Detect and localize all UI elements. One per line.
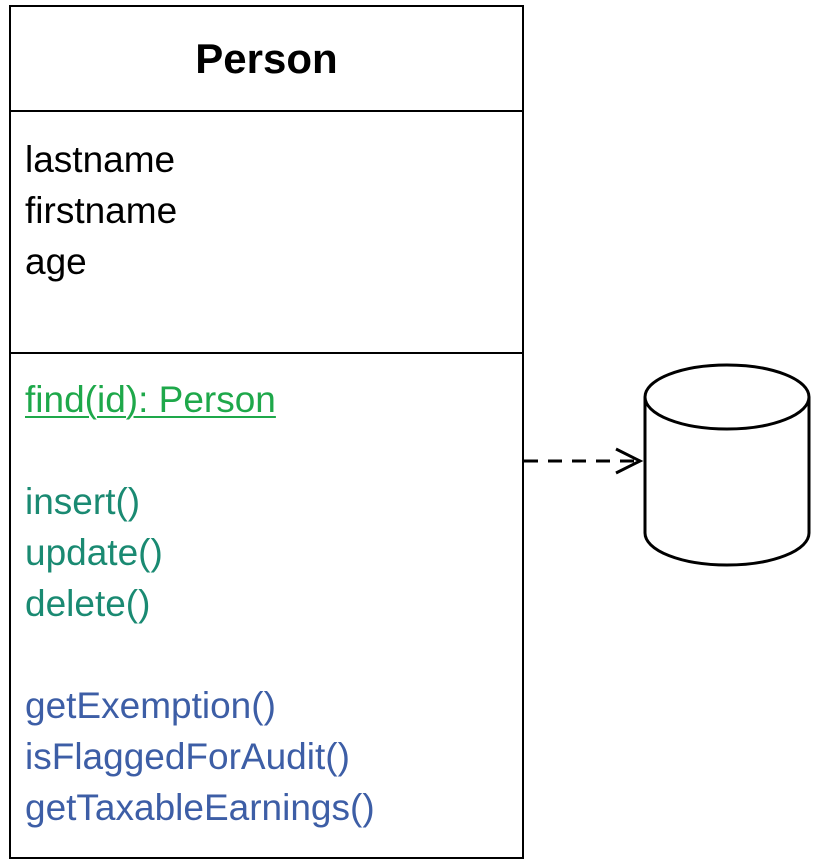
- operation-delete: delete(): [25, 583, 151, 624]
- attribute-firstname: firstname: [25, 190, 178, 231]
- open-arrowhead: [615, 447, 644, 475]
- finder-operations-group: find(id): Person: [25, 374, 522, 425]
- operations-compartment: find(id): Person insert() update() delet…: [11, 354, 522, 833]
- person-class-box: Person lastname firstname age find(id): …: [9, 5, 524, 859]
- domain-logic-operations-group: getExemption() isFlaggedForAudit() getTa…: [25, 680, 522, 833]
- operation-get-taxable-earnings: getTaxableEarnings(): [25, 787, 375, 828]
- class-name-compartment: Person: [11, 7, 522, 112]
- attribute-age: age: [25, 241, 87, 282]
- operation-update: update(): [25, 532, 163, 573]
- class-name: Person: [195, 34, 338, 82]
- dependency-arrow: [524, 447, 644, 475]
- database-cylinder-icon: [643, 363, 811, 567]
- attribute-lastname: lastname: [25, 139, 176, 180]
- operation-find: find(id): Person: [25, 379, 276, 420]
- persistence-operations-group: insert() update() delete(): [25, 476, 522, 629]
- operation-is-flagged-for-audit: isFlaggedForAudit(): [25, 736, 350, 777]
- attributes-compartment: lastname firstname age: [11, 112, 522, 354]
- operation-get-exemption: getExemption(): [25, 685, 276, 726]
- operation-insert: insert(): [25, 481, 141, 522]
